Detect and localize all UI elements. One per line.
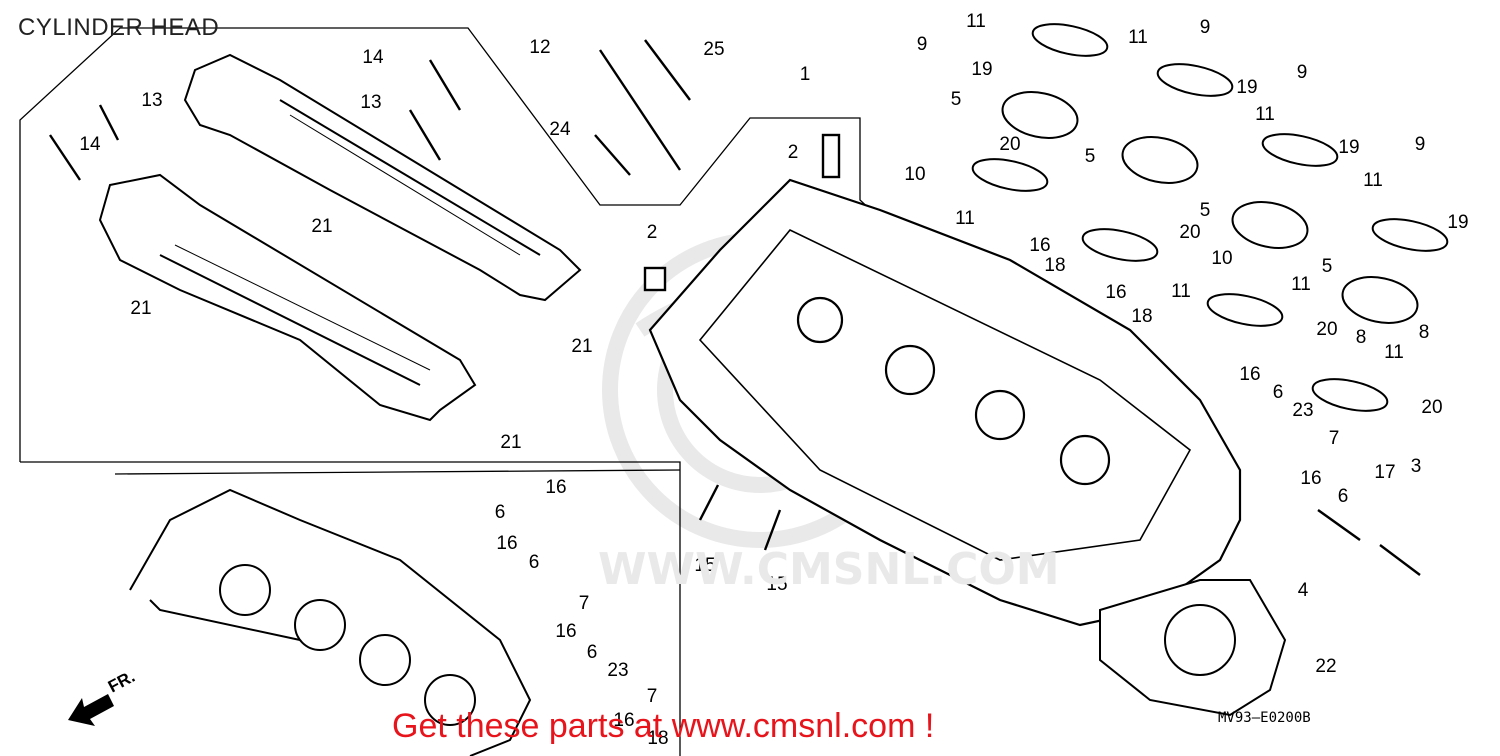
parts-banner-link[interactable]: Get these parts at www.cmsnl.com ! — [392, 707, 935, 745]
callout-label-c11c: 11 — [1255, 104, 1275, 125]
callout-label-c5b: 5 — [1085, 146, 1096, 167]
diagram-title: CYLINDER HEAD — [18, 14, 220, 41]
callout-label-c16g: 16 — [1239, 364, 1260, 385]
callout-label-c23b: 23 — [1292, 400, 1313, 421]
callout-label-c9a: 9 — [917, 34, 928, 55]
callout-label-c7a: 7 — [579, 593, 590, 614]
callout-label-c20a: 20 — [999, 134, 1020, 155]
front-arrow-icon — [68, 694, 114, 726]
callout-label-c14a: 14 — [362, 47, 384, 68]
callout-label-c11h: 11 — [1384, 342, 1404, 363]
callout-label-c3: 3 — [1411, 456, 1422, 477]
callout-label-c18c: 18 — [647, 728, 668, 749]
callout-label-c18a: 18 — [1044, 255, 1065, 276]
callout-label-c16e: 16 — [1029, 235, 1050, 256]
callout-label-c19a: 19 — [971, 59, 992, 80]
callout-label-c16b: 16 — [496, 533, 517, 554]
callout-label-c9d: 9 — [1415, 134, 1426, 155]
callout-label-c10a: 10 — [904, 164, 925, 185]
fasteners — [49, 39, 1421, 576]
callout-label-c13b: 13 — [360, 92, 381, 113]
callout-label-c20d: 20 — [1421, 397, 1442, 418]
callout-label-c16c: 16 — [555, 621, 576, 642]
callout-label-c7c: 7 — [1329, 428, 1340, 449]
callout-label-c19d: 19 — [1447, 212, 1468, 233]
callout-label-c17: 17 — [1374, 462, 1395, 483]
callout-label-c8a: 8 — [1356, 327, 1367, 348]
callout-label-c7b: 7 — [647, 686, 658, 707]
callout-label-c5a: 5 — [951, 89, 962, 110]
head-gasket — [1099, 579, 1287, 717]
intake-parts — [971, 23, 1449, 412]
callout-label-c19c: 19 — [1338, 137, 1359, 158]
callout-label-c16a: 16 — [545, 477, 566, 498]
callout-label-c11e: 11 — [955, 208, 975, 229]
callout-label-c21c: 21 — [571, 336, 592, 357]
callout-label-c16f: 16 — [1105, 282, 1126, 303]
callout-label-c14b: 14 — [79, 134, 101, 155]
callout-label-c20b: 20 — [1179, 222, 1200, 243]
callout-label-c12: 12 — [529, 37, 550, 58]
callout-label-c16d: 16 — [613, 710, 634, 731]
callout-label-c21a: 21 — [311, 216, 332, 237]
callout-label-c11a: 11 — [966, 11, 986, 32]
callout-label-c4: 4 — [1298, 580, 1309, 601]
callout-label-c1: 1 — [800, 64, 811, 85]
callout-label-c5d: 5 — [1322, 256, 1333, 277]
callout-label-c10b: 10 — [1211, 248, 1232, 269]
callout-label-c24: 24 — [549, 119, 571, 140]
callout-label-c13a: 13 — [141, 90, 162, 111]
watermark-text: WWW.CMSNL.COM — [598, 544, 1060, 595]
callout-label-c15a: 15 — [694, 555, 715, 576]
callout-label-c9b: 9 — [1200, 17, 1211, 38]
callout-label-c11g: 11 — [1291, 274, 1311, 295]
callout-label-c25: 25 — [703, 39, 724, 60]
callout-label-c22: 22 — [1315, 656, 1336, 677]
callout-label-c19b: 19 — [1236, 77, 1257, 98]
callout-label-c6d: 6 — [1273, 382, 1284, 403]
callout-label-c6a: 6 — [495, 502, 506, 523]
callout-label-c2b: 2 — [647, 222, 658, 243]
callout-label-c5c: 5 — [1200, 200, 1211, 221]
valve-cover-front — [98, 173, 477, 422]
cylinder-head — [648, 178, 1242, 627]
callout-label-c11d: 11 — [1363, 170, 1383, 191]
callout-label-c23a: 23 — [607, 660, 628, 681]
callout-label-c20c: 20 — [1316, 319, 1337, 340]
callout-label-c6b: 6 — [529, 552, 540, 573]
callout-label-c8b: 8 — [1419, 322, 1430, 343]
frame-lines — [19, 27, 1001, 756]
valve-cover-rear — [183, 53, 582, 302]
callout-label-c15b: 15 — [766, 574, 787, 595]
callout-label-c2a: 2 — [788, 142, 799, 163]
callout-label-c16h: 16 — [1300, 468, 1321, 489]
lower-gasket — [129, 488, 532, 756]
callout-label-c11b: 11 — [1128, 27, 1148, 48]
callout-label-c6e: 6 — [1338, 486, 1349, 507]
callout-label-c21b: 21 — [130, 298, 151, 319]
diagram-code: MV93—E0200B — [1218, 710, 1311, 726]
callout-label-c11f: 11 — [1171, 281, 1191, 302]
callout-label-c18b: 18 — [1131, 306, 1152, 327]
callout-label-c6c: 6 — [587, 642, 598, 663]
callout-label-c21d: 21 — [500, 432, 521, 453]
callout-label-c9c: 9 — [1297, 62, 1308, 83]
